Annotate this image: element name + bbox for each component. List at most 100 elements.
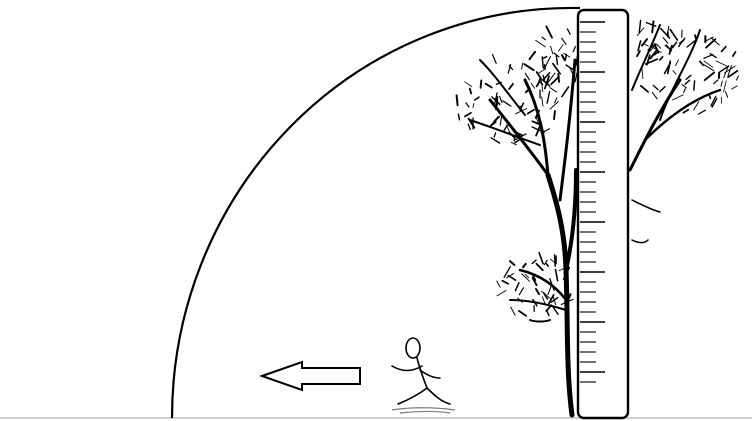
tree-twig [653,86,658,90]
tree-twig [646,23,655,27]
tree-twig [530,52,536,59]
tree-twig [542,97,543,106]
tree-twig [547,312,549,316]
tree-twig [526,90,529,93]
tree-twig [546,263,549,266]
tree-twig [562,87,569,97]
tree-twig [575,73,577,82]
tree-twig [553,64,560,74]
tree-twig [473,104,474,108]
tree-twig [468,124,470,129]
tree-twig [511,307,515,315]
tree-twig [555,98,557,103]
tree-twig [542,37,545,40]
tree-twig [522,63,523,69]
tree-twig [703,64,713,70]
tree-twig [523,264,526,267]
tree-twig [567,29,570,34]
tree-twig [550,259,554,263]
tree-twig [673,71,676,75]
tree-twig [541,80,543,92]
tree-twig [545,65,546,69]
tree-twig [698,110,705,114]
tree-twig [705,73,715,81]
tree-twig [714,80,718,84]
tree-twig [547,92,550,104]
stick-figure-icon [392,338,450,404]
stick-figure-shadow [392,408,455,413]
tree-twig [704,61,713,67]
tree-twig [639,20,640,32]
tree-twig [519,311,526,316]
tree-twig [497,281,500,287]
tree-twig [695,35,696,40]
tree-twig [531,83,535,88]
tree-twig [562,38,566,44]
tree-twig [704,55,713,59]
tree-twig [465,82,472,87]
tree-twig [733,52,736,56]
tree-twig [551,77,559,85]
tree-twig [556,56,557,64]
tree-twig [543,57,547,59]
tree-twig [660,87,665,92]
tree-twig [481,80,482,87]
tree-twig [565,54,566,60]
tree-twig [537,264,543,271]
tree-twig [515,283,519,291]
tree-twig [493,55,497,64]
tree-twig [475,97,479,100]
tree-twig [470,89,471,94]
tree-twig [562,55,565,60]
tree-twig [486,84,492,88]
tree-twig [685,80,689,84]
tree-twig [497,291,506,296]
tree-twig [494,133,495,137]
tree-twig [724,81,727,92]
tree-twig [638,41,641,51]
measuring-ruler [578,10,628,418]
tree-twig [682,85,686,88]
tree-twig [700,61,703,65]
tree-twig [641,86,648,92]
quarter-circle-arc [172,8,580,418]
tree-twig [500,96,502,103]
tree-twig [637,51,640,56]
tree-twig [672,95,683,100]
tree-twig [737,76,739,80]
tree-twig [550,88,557,92]
tree-twig [643,44,648,47]
tree-twig [500,117,501,126]
tree-twig [539,253,543,264]
tree-twig [559,45,564,52]
tree-twig [502,281,508,284]
tree-twig [679,38,685,46]
tree-twig [457,95,458,105]
tree-twig [503,101,511,106]
tree-twig [466,103,469,107]
tree-twig [556,270,558,281]
tree-twig [551,46,553,54]
tree-twig [637,28,644,36]
tree-twig [686,75,691,79]
tree-twig [670,30,677,41]
tree-twig [458,114,459,120]
tree-twig [548,286,552,295]
tree-twig [660,57,663,60]
tree-twig [555,255,556,266]
tree-twig [684,89,686,93]
arrow-left-icon [262,362,360,390]
tree-twig [722,47,726,52]
tree-twig [726,92,728,98]
tree-twig [546,26,552,37]
tree-twig [509,84,513,89]
tree-twig [668,26,669,31]
tree-twig [510,261,515,265]
tree-twig [504,125,507,130]
tree-twig [536,40,546,47]
tree-twig [536,289,539,294]
tree-twig [673,42,677,47]
tree-twig [491,117,500,126]
tree-twig [676,60,679,66]
